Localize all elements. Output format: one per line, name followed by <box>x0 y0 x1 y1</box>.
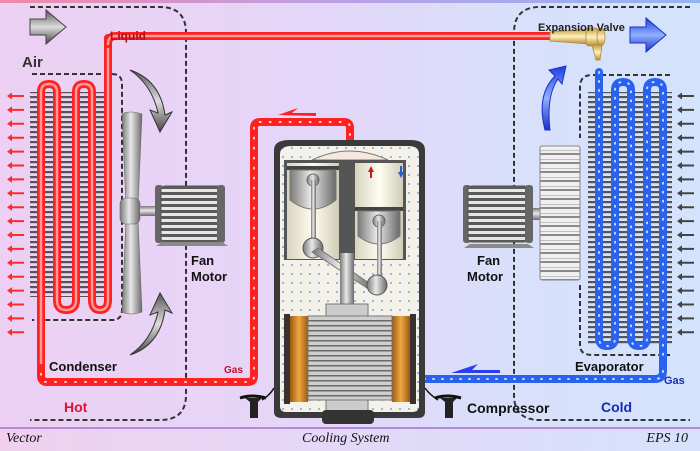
curved-air-arrow-top-icon <box>129 69 174 134</box>
compressor <box>274 140 425 424</box>
air-in-arrow-icon <box>29 8 67 46</box>
condenser-label: Condenser <box>49 359 117 374</box>
expansion-valve <box>549 27 606 61</box>
footer-right: EPS 10 <box>646 431 688 446</box>
evaporator-coil <box>595 68 667 372</box>
cold-air-arrow-icon <box>677 162 694 169</box>
air-out-arrow-icon <box>629 16 667 54</box>
diagram-canvas: Air Liquid Expansion Valve Fan Motor Fan… <box>7 6 694 424</box>
hot-air-arrow-icon <box>7 314 24 322</box>
left-motor-label: Motor <box>191 269 227 284</box>
hot-air-arrow-icon <box>7 245 24 253</box>
hot-gas-line <box>37 118 354 386</box>
gas-hot-label: Gas <box>224 365 243 376</box>
evaporator-coil-outline-top <box>579 74 670 138</box>
cold-air-arrow-icon <box>677 203 694 211</box>
flow-arrow-cold-icon <box>451 364 500 373</box>
hot-air-arrow-icon <box>7 120 24 128</box>
cold-air-arrow-icon <box>677 134 694 142</box>
intake-arrow-icon <box>368 166 374 178</box>
right-motor-label: Motor <box>467 269 503 284</box>
liquid-line <box>104 32 594 48</box>
hot-air-arrow-icon <box>7 328 24 336</box>
air-label: Air <box>22 54 43 71</box>
evaporator-label: Evaporator <box>575 359 644 374</box>
condenser-coil-outline <box>32 73 123 321</box>
hot-air-arrow-icon <box>7 134 24 142</box>
blue-curved-arrow-icon <box>541 65 567 131</box>
cold-air-arrow-icon <box>677 120 694 128</box>
hot-air-arrow-icon <box>7 92 24 100</box>
curved-air-arrow-bottom-icon <box>129 291 174 356</box>
hot-air-arrow-icon <box>7 203 24 211</box>
cold-air-arrow-icon <box>677 328 694 336</box>
footer-bar: Vector Cooling System EPS 10 <box>0 427 700 451</box>
cold-air-arrow-icon <box>677 301 694 308</box>
cold-air-arrow-icon <box>677 92 694 100</box>
hot-air-arrow-icon <box>7 162 24 169</box>
cold-air-arrow-icon <box>677 287 694 295</box>
condenser-fan-motor <box>155 185 228 246</box>
condenser-fan <box>119 111 156 315</box>
footer-center: Cooling System <box>302 431 390 446</box>
compressor-mounts <box>239 387 462 418</box>
compressor-label: Compressor <box>467 400 550 416</box>
hot-air-arrow-icon <box>7 106 24 114</box>
cold-air-arrow-icon <box>677 106 694 114</box>
evaporator-coil-outline-bottom <box>579 285 670 356</box>
hot-air-arrows <box>7 92 24 336</box>
cold-air-arrow-icon <box>677 148 694 156</box>
hot-air-arrow-icon <box>7 148 24 156</box>
cold-air-arrow-icon <box>677 189 694 197</box>
cold-air-arrow-icon <box>677 175 694 183</box>
hot-air-arrow-icon <box>7 259 24 267</box>
flow-arrow-hot-icon <box>278 108 316 116</box>
cold-air-arrow-icon <box>677 273 694 281</box>
exhaust-arrow-icon <box>398 166 404 178</box>
suction-line <box>420 360 667 383</box>
hot-air-arrow-icon <box>7 189 24 197</box>
evaporator-fan-motor <box>463 185 541 248</box>
cold-air-arrows <box>677 92 694 336</box>
left-fan-label: Fan <box>191 253 214 268</box>
condenser-coil <box>37 34 112 376</box>
hot-air-arrow-icon <box>7 217 24 225</box>
cold-air-arrow-icon <box>677 217 694 225</box>
liquid-label: Liquid <box>110 29 146 43</box>
hot-air-arrow-icon <box>7 287 24 295</box>
cold-air-arrow-icon <box>677 245 694 253</box>
footer-left: Vector <box>6 431 42 446</box>
hot-label: Hot <box>64 399 88 415</box>
cold-air-arrow-icon <box>677 231 694 239</box>
cold-air-arrow-icon <box>677 314 694 322</box>
hot-air-arrow-icon <box>7 231 24 239</box>
evaporator-blower <box>539 145 581 281</box>
cold-air-arrow-icon <box>677 259 694 267</box>
hot-air-arrow-icon <box>7 175 24 183</box>
cold-label: Cold <box>601 399 632 415</box>
expansion-valve-label: Expansion Valve <box>538 22 625 34</box>
gas-cold-label: Gas <box>664 375 685 387</box>
hot-air-arrow-icon <box>7 273 24 281</box>
right-fan-label: Fan <box>477 253 500 268</box>
hot-air-arrow-icon <box>7 301 24 308</box>
